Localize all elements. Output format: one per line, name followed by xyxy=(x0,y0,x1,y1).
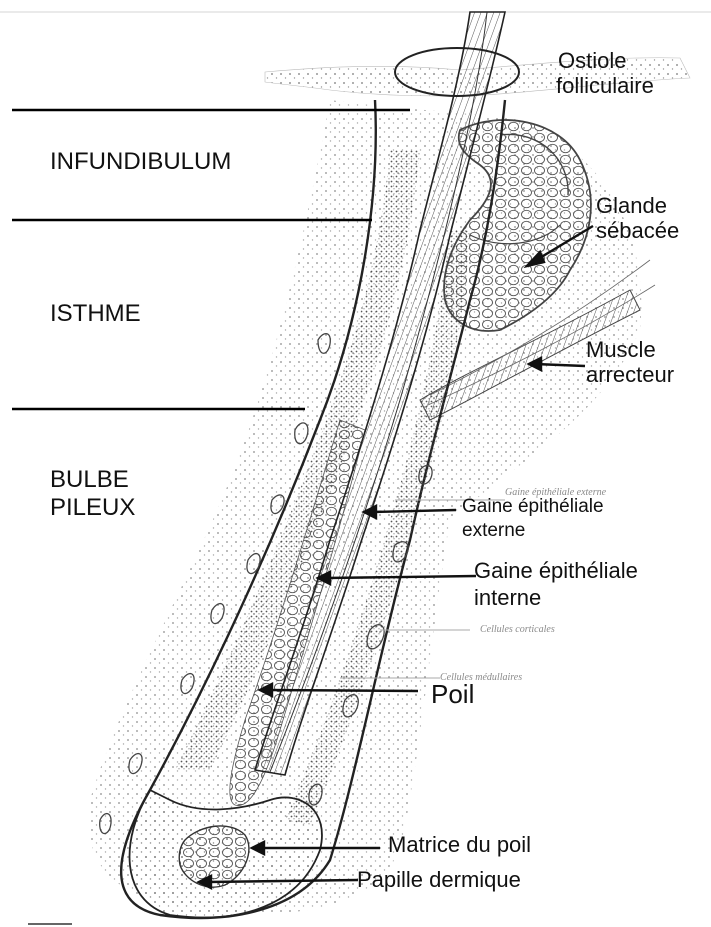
label-muscle-line2: arrecteur xyxy=(586,362,674,387)
label-glande: Glande sébacée xyxy=(596,193,679,244)
region-bulbe-line2: PILEUX xyxy=(50,494,135,522)
label-gaine-interne-line1: Gaine épithéliale xyxy=(474,558,638,583)
region-bulbe: BULBE PILEUX xyxy=(50,466,135,521)
label-poil: Poil xyxy=(431,680,474,710)
region-bulbe-line1: BULBE xyxy=(50,466,135,494)
faint-label-corticales: Cellules corticales xyxy=(480,624,555,635)
label-gaine-externe-line1: Gaine épithéliale xyxy=(462,496,604,518)
faint-label-medullaires: Cellules médullaires xyxy=(440,672,522,683)
label-glande-line1: Glande xyxy=(596,193,679,218)
faint-label-gaine-externe: Gaine épithéliale externe xyxy=(505,487,606,498)
label-matrice: Matrice du poil xyxy=(388,832,531,857)
label-ostiole-line1: Ostiole xyxy=(556,48,654,73)
label-gaine-interne-line2: interne xyxy=(474,585,638,610)
label-gaine-externe: Gaine épithéliale externe xyxy=(462,496,604,542)
label-glande-line2: sébacée xyxy=(596,218,679,243)
region-isthme: ISTHME xyxy=(50,300,141,328)
label-muscle-line1: Muscle xyxy=(586,337,674,362)
region-infundibulum: INFUNDIBULUM xyxy=(50,148,231,176)
label-papille: Papille dermique xyxy=(357,867,521,892)
label-muscle: Muscle arrecteur xyxy=(586,337,674,388)
label-ostiole-line2: folliculaire xyxy=(556,73,654,98)
label-gaine-externe-line2: externe xyxy=(462,520,604,542)
label-gaine-interne: Gaine épithéliale interne xyxy=(474,558,638,611)
label-ostiole: Ostiole folliculaire xyxy=(556,48,654,99)
